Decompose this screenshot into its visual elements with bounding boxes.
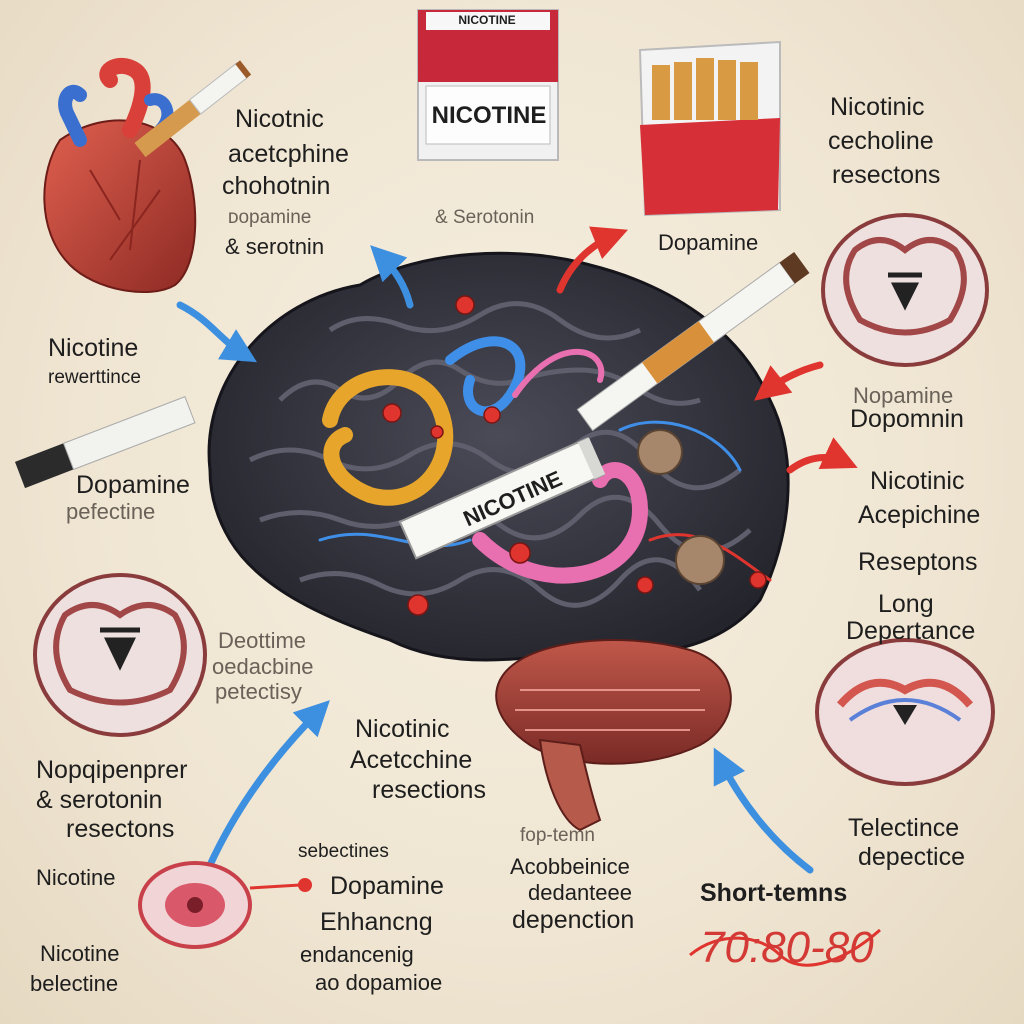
- label-top-left-2: acetcphine: [228, 140, 349, 168]
- brain-cross-section-icon: [33, 573, 207, 737]
- label-center-bottom-2: Acetcchine: [350, 746, 473, 774]
- label-short-term: Short-temns: [700, 879, 848, 907]
- label-dependence-1: Long: [878, 590, 934, 618]
- neurotransmitter-dots: [382, 295, 767, 616]
- label-short-term-value: 70:80-80: [700, 923, 874, 972]
- label-top-left-5: & serotnin: [225, 234, 325, 259]
- label-bottom-mid-dopamine: Dopamine: [330, 872, 444, 900]
- label-top-left-1: Nicotnic: [235, 105, 324, 133]
- open-cigarette-pack-icon: [638, 40, 781, 217]
- cigarette-icon: [576, 251, 810, 432]
- neuron-body-icon: [637, 429, 725, 585]
- label-center-bottom-3: resections: [372, 776, 486, 804]
- label-bottom-mid-small: sebectines: [298, 841, 389, 862]
- label-left-mid-1: Deottime: [218, 628, 307, 653]
- label-dopamine-right: Dopamine: [658, 230, 759, 255]
- label-bottom-left-selective-1: Nicotine: [40, 941, 120, 966]
- arrows: [176, 226, 858, 874]
- brain-cross-section-icon: [815, 638, 995, 786]
- label-right-bottom-1: Telectince: [848, 814, 960, 842]
- label-left-mid-3: petectisy: [215, 679, 302, 704]
- label-bottom-center-right-1: Acobbeinice: [510, 854, 630, 879]
- label-left-nicotine-1: Nicotine: [48, 334, 139, 362]
- label-center-bottom-1: Nicotinic: [355, 715, 450, 743]
- label-right-bottom-2: depectice: [858, 843, 966, 871]
- label-left-bottom-3: resectons: [66, 815, 175, 843]
- label-bottom-mid-enhancing-1: Ehhancng: [320, 908, 433, 936]
- label-right-receptors-3: Reseptons: [858, 548, 978, 576]
- label-left-dopamine-2: pefectine: [66, 499, 156, 524]
- label-top-left-4: ᴅopamine: [228, 207, 312, 228]
- label-right-mid-2: Dopomnin: [850, 405, 964, 433]
- label-bottom-mid-enhancing-2: endancenig: [300, 942, 414, 967]
- label-right-receptors-1: Nicotinic: [870, 467, 965, 495]
- label-left-dopamine-1: Dopamine: [76, 471, 190, 499]
- label-top-right-3: resectons: [832, 161, 941, 189]
- label-top-right-1: Nicotinic: [830, 93, 925, 121]
- label-bottom-center-right-2: dedanteee: [528, 880, 632, 905]
- label-bottom-left-nicotine: Nicotine: [36, 865, 116, 890]
- label-left-mid-2: oedacbine: [212, 654, 314, 679]
- label-bottom-center-right-0: fop-temn: [520, 825, 595, 846]
- label-top-left-3: chohotnin: [222, 172, 331, 200]
- label-bottom-center-right-3: depenction: [512, 906, 635, 934]
- label-right-mid-1: Nopamine: [853, 383, 954, 408]
- cigarette-icon: [134, 60, 252, 158]
- label-dependence-2: Depertance: [846, 617, 976, 645]
- cigarette-icon: [14, 396, 196, 489]
- neural-pathways: [318, 336, 772, 584]
- nicotine-pack-label: NICOTINE: [431, 102, 547, 129]
- heart-icon: [43, 57, 197, 293]
- label-bottom-mid-enhancing-3: ao dopamioe: [315, 970, 443, 995]
- label-top-mid: & Serotonin: [435, 207, 535, 228]
- nicotine-pack-icon: [417, 9, 559, 161]
- pack-top-label: NICOTINE: [458, 13, 516, 27]
- cerebellum-illustration: [495, 639, 732, 832]
- brain-illustration: [207, 251, 790, 662]
- label-left-bottom-2: & serotonin: [36, 786, 163, 814]
- nicotine-cigarette-icon: [398, 437, 606, 560]
- label-bottom-left-selective-2: belectine: [30, 971, 119, 996]
- label-right-receptors-2: Acepichine: [858, 501, 981, 529]
- reward-center-icon: [138, 861, 312, 949]
- label-left-nicotine-2: rewerttince: [48, 367, 141, 388]
- brain-cross-section-icon: [821, 213, 989, 367]
- label-top-right-2: cecholine: [828, 127, 934, 155]
- tobacco-scribble-icon: [689, 928, 881, 967]
- label-left-bottom-1: Nopqipenprer: [36, 756, 188, 784]
